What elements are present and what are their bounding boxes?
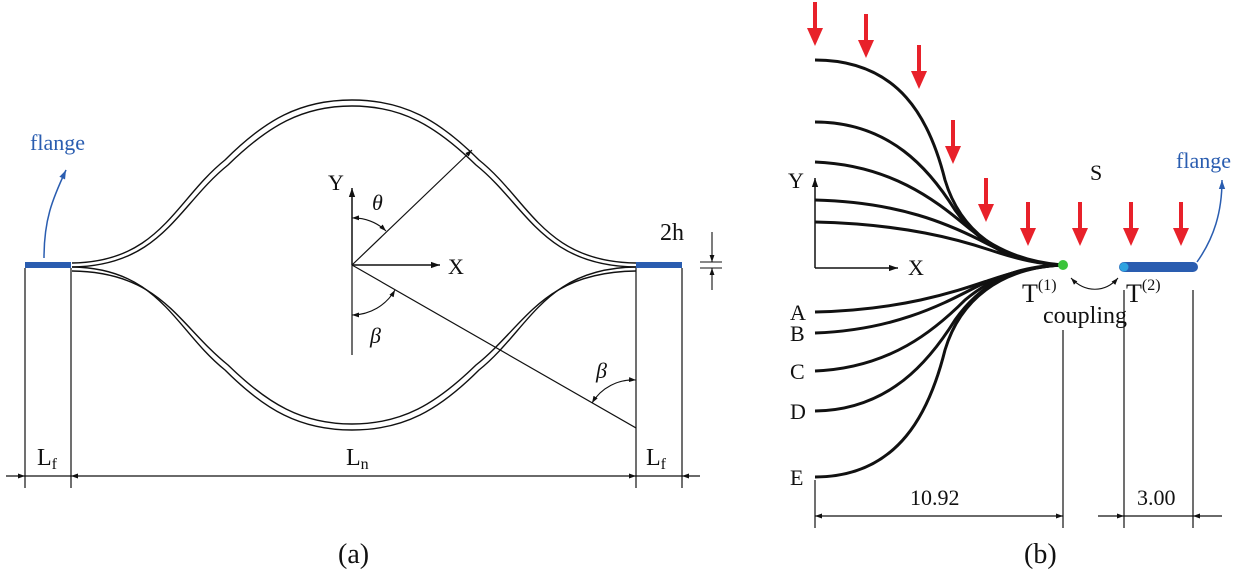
y-axis-label-a: Y	[328, 170, 344, 195]
diagonal-line	[351, 264, 637, 429]
curve-label-a: A	[790, 300, 806, 325]
y-axis-label-b: Y	[788, 168, 804, 193]
coupling-label: coupling	[1043, 303, 1127, 329]
beta-arc-center	[351, 289, 396, 318]
radius-line	[351, 149, 473, 266]
lower-curves	[814, 263, 1063, 479]
lf-right-label: Lf	[646, 445, 667, 473]
upper-loop	[71, 99, 637, 268]
t2-label: T(2)	[1126, 277, 1161, 308]
lf-left-label: Lf	[37, 445, 58, 473]
caption-b: (b)	[1024, 539, 1057, 570]
node-t1	[1058, 260, 1068, 270]
flange-label-a: flange	[30, 130, 85, 155]
lower-loop	[71, 266, 637, 431]
load-arrows	[805, 0, 1191, 248]
extension-lines-b	[814, 290, 1194, 528]
panel-b: Y X A B C D E S T(1) T(2) coupling flang…	[788, 0, 1231, 570]
extension-lines-a	[24, 268, 683, 488]
upper-curves	[814, 58, 1063, 267]
x-axis-label-a: X	[448, 254, 464, 279]
coupling-arrow	[1070, 277, 1119, 290]
flange-pointer-b	[1196, 179, 1226, 263]
caption-a: (a)	[338, 539, 369, 570]
panel-a: flange Y X θ β β	[6, 99, 722, 570]
beta-label-center: β	[369, 323, 381, 348]
curve-label-e: E	[790, 465, 803, 490]
flange-pointer-a	[43, 169, 67, 259]
dim-10-92-label: 10.92	[910, 485, 960, 510]
theta-arc	[351, 215, 387, 232]
curve-label-c: C	[790, 359, 805, 384]
curve-label-b: B	[790, 321, 805, 346]
theta-label: θ	[372, 190, 383, 215]
node-t2	[1119, 262, 1129, 272]
x-axis-label-b: X	[908, 255, 924, 280]
left-flange	[25, 262, 71, 268]
beta-label-right: β	[595, 358, 607, 383]
ln-label: Ln	[346, 445, 369, 473]
dim-3-00-label: 3.00	[1137, 485, 1176, 510]
curve-label-d: D	[790, 399, 806, 424]
s-label: S	[1090, 160, 1102, 185]
right-flange	[636, 262, 682, 268]
beta-arc-right	[591, 377, 637, 404]
thickness-label: 2h	[660, 220, 684, 246]
t1-label: T(1)	[1022, 277, 1057, 308]
flange-label-b: flange	[1176, 148, 1231, 173]
